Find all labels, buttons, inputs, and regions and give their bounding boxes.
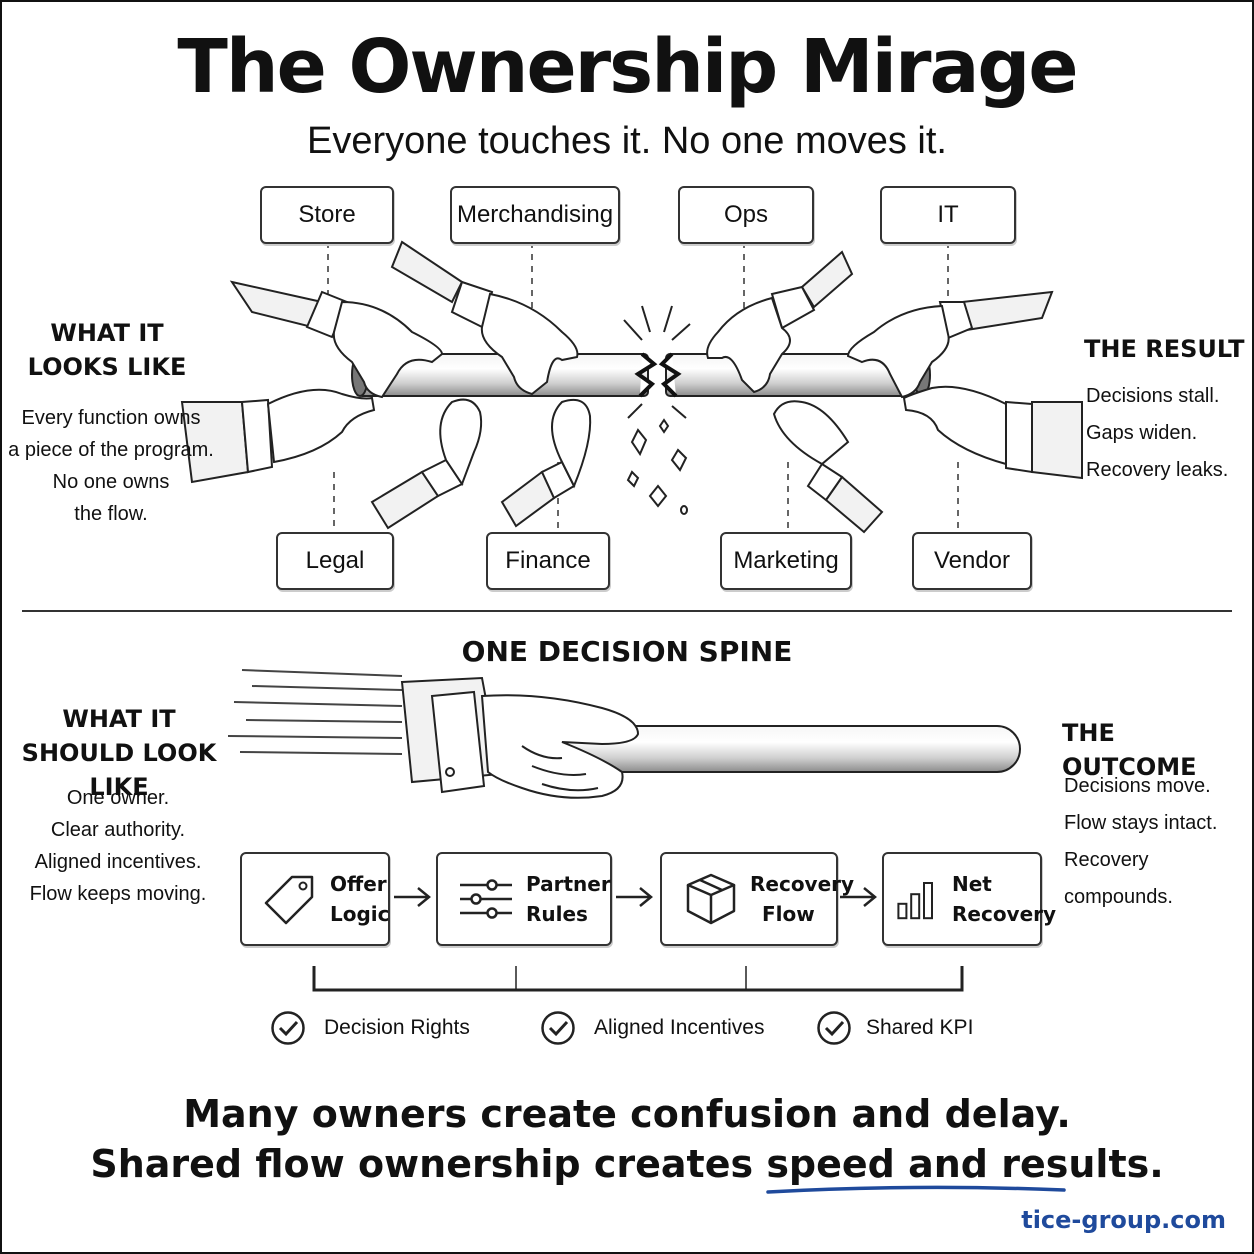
step-label-line1: Recovery	[750, 872, 855, 896]
looks-like-line: a piece of the program.	[8, 439, 214, 461]
step-label-line2: Logic	[330, 902, 390, 926]
should-look-like-heading-line1: WHAT IT	[62, 705, 176, 733]
looks-like-heading-line2: LOOKS LIKE	[27, 353, 187, 381]
hand-icon	[480, 694, 640, 799]
function-box-ops: Ops	[678, 186, 814, 244]
function-box-merchandising: Merchandising	[450, 186, 620, 244]
should-look-like-line: Clear authority.	[50, 819, 186, 841]
check-circle-icon	[271, 1011, 305, 1045]
step-label-line1: Partner	[526, 872, 611, 896]
looks-like-line: Every function owns	[21, 407, 201, 429]
step-label-line2: Rules	[526, 902, 588, 926]
step-offer-logic: Offer Logic	[240, 852, 390, 946]
box-icon	[686, 873, 736, 925]
bar-chart-icon	[897, 882, 933, 920]
step-net-recovery: Net Recovery	[882, 852, 1056, 946]
tag-icon	[264, 875, 314, 925]
cufflink-icon	[445, 767, 455, 777]
closing-statement-prefix: Shared flow ownership creates	[90, 1142, 767, 1186]
site-url[interactable]: tice-group.com	[1021, 1206, 1226, 1234]
spine-heading: ONE DECISION SPINE	[461, 635, 793, 668]
motion-lines-icon	[227, 669, 403, 755]
cuff-icon	[430, 690, 486, 794]
closing-statement-line1: Many owners create confusion and delay.	[183, 1092, 1071, 1136]
result-description: Decisions stall. Gaps widen. Recovery le…	[1086, 378, 1228, 489]
function-box-store: Store	[260, 186, 394, 244]
section-divider	[22, 610, 1232, 612]
should-look-like-heading-line2: SHOULD LOOK LIKE	[21, 739, 217, 801]
arrow-right-icon	[616, 887, 653, 907]
check-circle-icon	[817, 1011, 851, 1045]
looks-like-heading: WHAT IT LOOKS LIKE	[22, 316, 192, 384]
result-line: Gaps widen.	[1086, 422, 1198, 444]
result-heading: THE RESULT	[1084, 335, 1245, 363]
result-line: Decisions stall.	[1086, 385, 1220, 407]
arrow-right-icon	[840, 887, 877, 907]
check-aligned-incentives: Aligned Incentives	[540, 1010, 764, 1046]
emphasis-text: speed and results.	[766, 1142, 1164, 1186]
outcome-line: Recovery compounds.	[1064, 849, 1173, 908]
should-look-like-line: Aligned incentives.	[34, 851, 202, 873]
check-label: Shared KPI	[866, 1016, 974, 1039]
result-line: Recovery leaks.	[1086, 459, 1229, 481]
page-subtitle: Everyone touches it. No one moves it.	[307, 120, 947, 162]
broken-pipe-illustration	[180, 240, 1083, 534]
step-recovery-flow: Recovery Flow	[660, 852, 854, 946]
arrow-right-icon	[394, 887, 431, 907]
closing-statement-emphasis: speed and results.	[766, 1142, 1164, 1194]
crack-burst-icon	[623, 305, 691, 419]
step-label-line2: Flow	[762, 902, 815, 926]
should-look-like-heading: WHAT IT SHOULD LOOK LIKE	[12, 702, 226, 804]
looks-like-description: Every function owns a piece of the progr…	[6, 402, 216, 530]
outcome-line: Decisions move.	[1064, 775, 1211, 797]
function-box-legal: Legal	[276, 532, 394, 590]
function-box-it: IT	[880, 186, 1016, 244]
looks-like-line: No one owns	[52, 471, 170, 493]
falling-shards-icon	[626, 418, 688, 515]
single-owner-illustration	[227, 669, 1021, 799]
check-label: Decision Rights	[324, 1016, 470, 1039]
step-label-line2: Recovery	[952, 902, 1057, 926]
underline-swoosh-icon	[766, 1185, 1067, 1194]
function-box-vendor: Vendor	[912, 532, 1032, 590]
check-decision-rights: Decision Rights	[270, 1010, 470, 1046]
function-box-finance: Finance	[486, 532, 610, 590]
function-box-marketing: Marketing	[720, 532, 852, 590]
outcome-description: Decisions move. Flow stays intact. Recov…	[1064, 768, 1252, 916]
outcome-heading: THE OUTCOME	[1062, 719, 1197, 781]
check-circle-icon	[541, 1011, 575, 1045]
step-label: Partner Rules	[526, 869, 611, 929]
should-look-like-line: Flow keeps moving.	[29, 883, 207, 905]
step-label: Recovery Flow	[750, 869, 854, 929]
closing-statement-line2: Shared flow ownership creates speed and …	[2, 1142, 1252, 1194]
step-label: Net Recovery	[952, 869, 1056, 929]
steps-bracket	[312, 966, 964, 992]
check-shared-kpi: Shared KPI	[816, 1010, 973, 1046]
page-title: The Ownership Mirage	[177, 24, 1078, 110]
looks-like-heading-line1: WHAT IT	[50, 319, 164, 347]
looks-like-line: the flow.	[74, 503, 148, 525]
check-label: Aligned Incentives	[594, 1016, 765, 1039]
outcome-line: Flow stays intact.	[1064, 812, 1218, 834]
should-look-like-line: One owner.	[66, 787, 170, 809]
step-label: Offer Logic	[330, 869, 390, 929]
step-label-line1: Offer	[330, 872, 387, 896]
hands-group-icon	[180, 240, 1083, 534]
step-partner-rules: Partner Rules	[436, 852, 612, 946]
sliders-icon	[460, 879, 512, 919]
step-label-line1: Net	[952, 872, 992, 896]
should-look-like-description: One owner. Clear authority. Aligned ince…	[18, 782, 218, 910]
